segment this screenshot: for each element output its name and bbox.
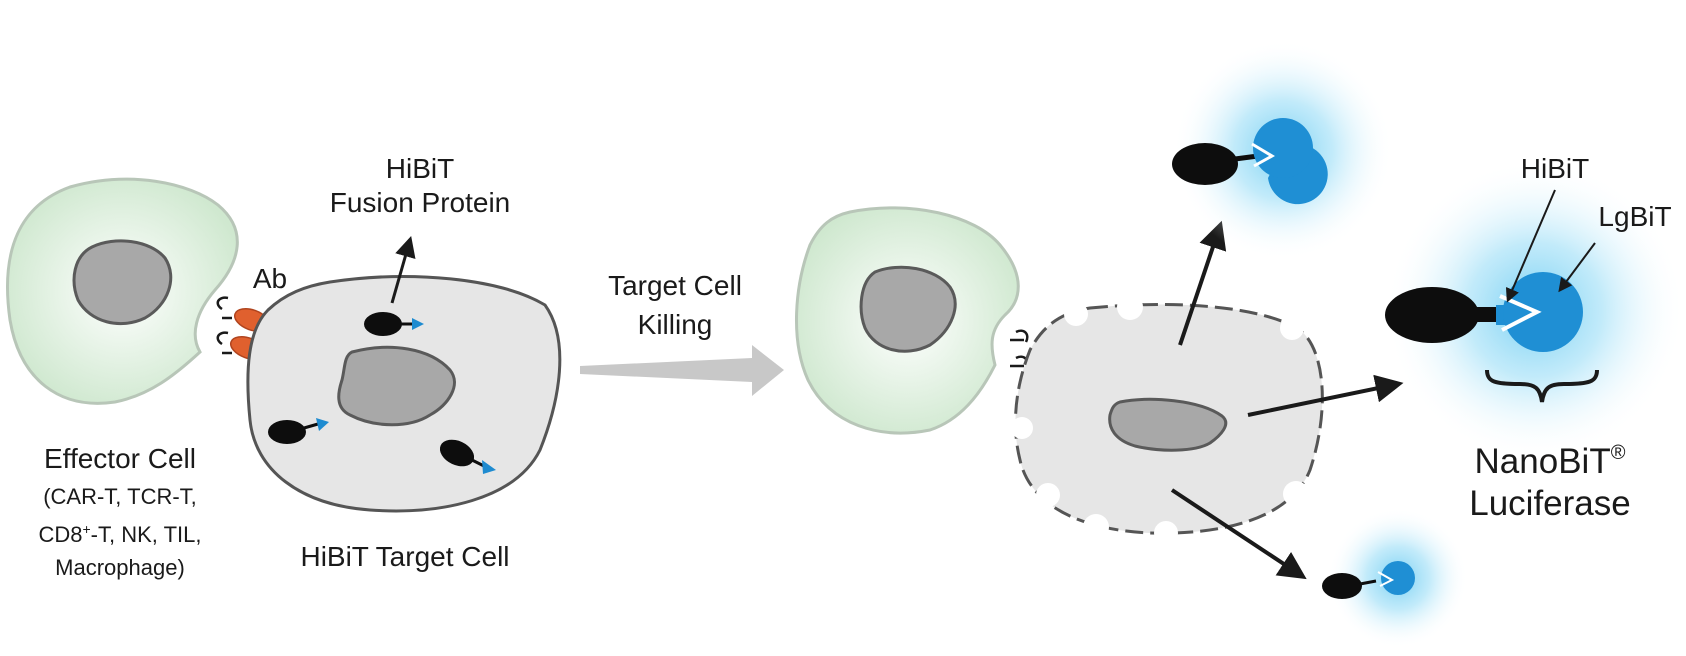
nanobit-label-line2: Luciferase <box>1469 484 1631 523</box>
fusion-protein-2 <box>268 418 329 444</box>
effector-cell-label: Effector Cell <box>44 443 196 474</box>
fusion-release-arrow <box>390 235 416 304</box>
effector-types-line2: CD8+-T, NK, TIL, <box>38 521 202 547</box>
effector-types-line1: (CAR-T, TCR-T, <box>43 484 197 509</box>
killing-label-line2: Killing <box>637 309 713 340</box>
membrane-pores <box>1011 294 1309 545</box>
release-arrow-down <box>1170 488 1307 580</box>
complex-brace <box>1485 369 1599 403</box>
effector-nucleus-left <box>72 239 173 326</box>
killing-arrow <box>580 345 784 396</box>
killing-label-line1: Target Cell <box>608 270 742 301</box>
release-arrow-right <box>1247 374 1404 417</box>
nanobit-luciferase-label: NanoBiT® Luciferase <box>1440 432 1660 525</box>
nanobit-label-line1: NanoBiT® <box>1474 442 1626 481</box>
hibit-label: HiBiT <box>1520 153 1590 184</box>
lgbit-label: LgBiT <box>1598 201 1672 232</box>
target-nucleus <box>337 345 456 427</box>
fusion-protein-1 <box>364 312 424 336</box>
effector-types-label: (CAR-T, TCR-T, CD8+-T, NK, TIL, Macropha… <box>20 480 220 584</box>
effector-nucleus-right <box>859 265 957 353</box>
hibit-peptide-large <box>1385 287 1479 343</box>
fusion-protein-3 <box>439 439 496 474</box>
hibit-fusion-label: HiBiT Fusion Protein <box>320 152 520 220</box>
luciferase-complex-top <box>1172 118 1328 205</box>
hibit-fusion-label-line2: Fusion Protein <box>329 187 511 218</box>
release-arrow-up <box>1178 220 1227 346</box>
hibit-target-cell-label: HiBiT Target Cell <box>300 541 510 572</box>
hibit-pointer <box>1505 189 1556 303</box>
lysed-nucleus <box>1108 397 1228 452</box>
effector-types-line3: Macrophage) <box>55 555 185 580</box>
hibit-fusion-label-line1: HiBiT <box>385 153 455 184</box>
luciferase-complex-bottom <box>1322 561 1415 599</box>
antibody-label: Ab <box>252 263 288 294</box>
lgbit-pointer <box>1558 242 1596 293</box>
target-cell-killing-label: Target Cell Killing <box>585 266 765 344</box>
